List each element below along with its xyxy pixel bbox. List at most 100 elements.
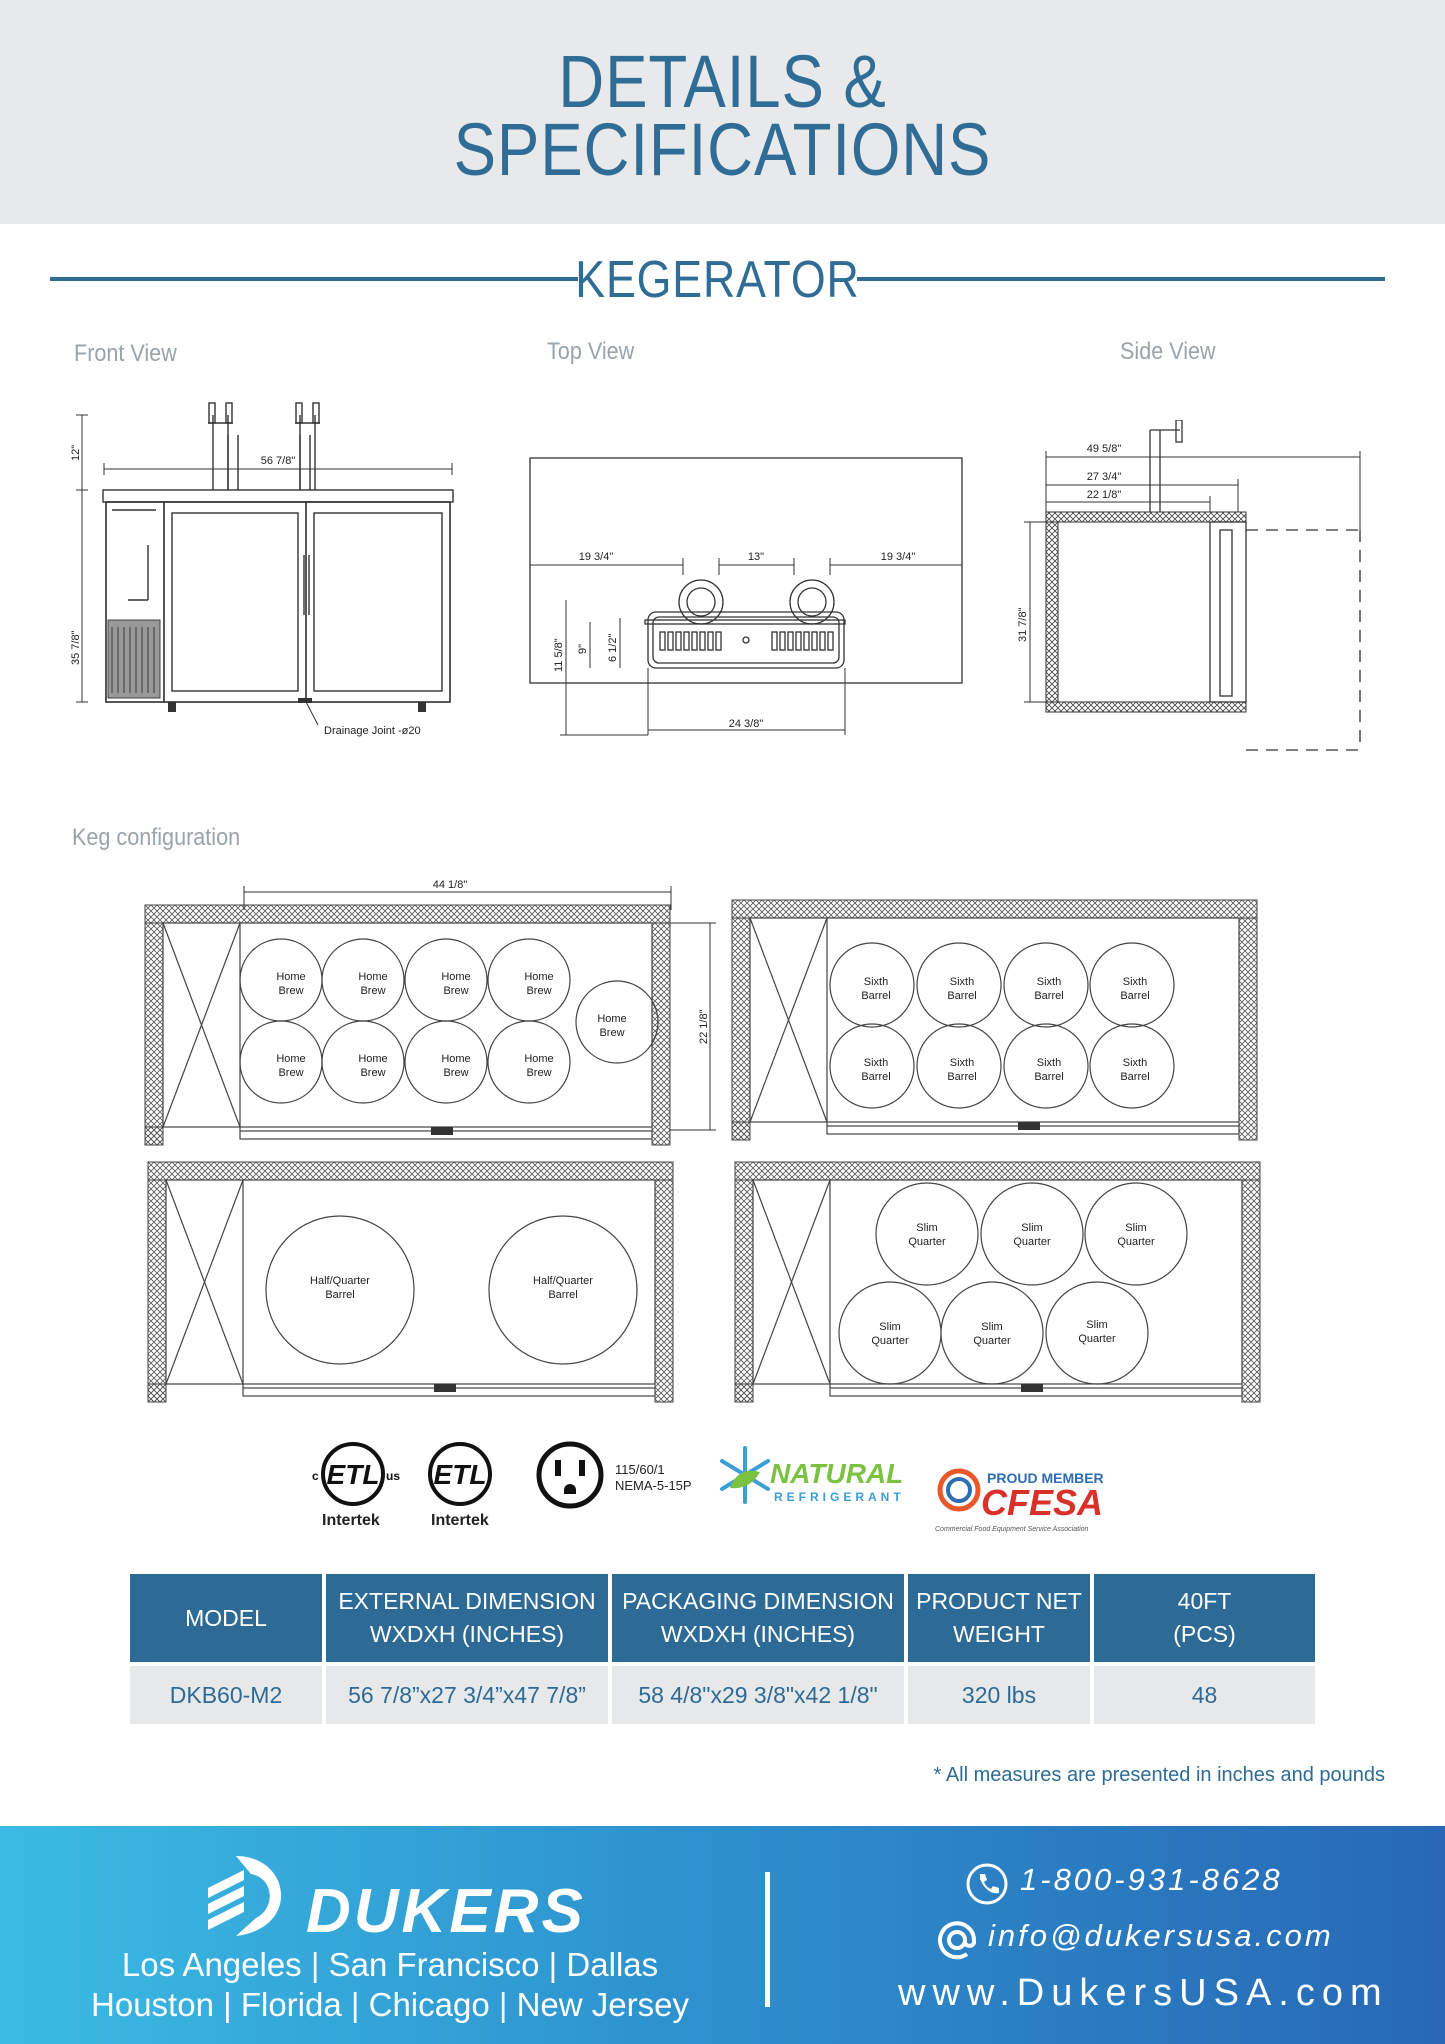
svg-text:ETL: ETL: [434, 1459, 487, 1490]
keg-label: Barrel: [1034, 990, 1063, 1002]
footer-divider: [765, 1872, 770, 2007]
keg-label: Slim: [981, 1321, 1002, 1333]
keg-label: Sixth: [1037, 1057, 1061, 1069]
keg-label: Home: [441, 1053, 470, 1065]
page-title: DETAILS & SPECIFICATIONS: [101, 0, 1344, 187]
keg-label: Home: [524, 1053, 553, 1065]
keg-label: Barrel: [325, 1289, 354, 1301]
keg-label: Sixth: [1037, 976, 1061, 988]
cfesa-text: CFESA: [981, 1482, 1104, 1523]
top-view-label: Top View: [547, 338, 635, 365]
cell-container-qty: 48: [1094, 1666, 1315, 1724]
top-h1-dim: 11 5/8": [553, 638, 565, 672]
keg-label: Slim: [916, 1222, 937, 1234]
certifications-row: ETL c us Intertek ETL Intertek 115/60/1 …: [300, 1440, 1140, 1540]
keg-label: Quarter: [973, 1335, 1011, 1347]
keg-layout-slim-quarter: [734, 1161, 1261, 1403]
keg-label: Slim: [1021, 1222, 1042, 1234]
dukers-emblem-icon: [208, 1856, 282, 1936]
phone-icon: [966, 1863, 1008, 1905]
website-link[interactable]: www.DukersUSA.com: [898, 1972, 1389, 2014]
keg-label: Sixth: [1123, 976, 1147, 988]
footer: DUKERS Los Angeles | San Francisco | Dal…: [0, 1826, 1445, 2044]
keg-label: Half/Quarter: [310, 1275, 370, 1287]
keg-label: Home: [358, 1053, 387, 1065]
keg-label: Barrel: [861, 990, 890, 1002]
dukers-logo[interactable]: DUKERS: [196, 1848, 583, 1948]
section-title: KEGERATOR: [575, 251, 860, 309]
top-h3-dim: 6 1/2": [607, 634, 619, 662]
keg-label: Brew: [278, 985, 303, 997]
keg-layout-sixth-barrel: [731, 899, 1258, 1141]
keg-label: Home: [276, 1053, 305, 1065]
side-view-drawing: 49 5/8" 27 3/4" 22 1/8" 31 7/8": [1017, 420, 1361, 751]
keg-label: Sixth: [950, 1057, 974, 1069]
plug-voltage: 115/60/1: [615, 1462, 665, 1477]
front-height-body-dim: 35 7/8": [70, 630, 82, 665]
plug-icon: [536, 1441, 604, 1509]
keg-label: Home: [597, 1013, 626, 1025]
keg-label: Half/Quarter: [533, 1275, 593, 1287]
keg-label: Home: [441, 971, 470, 983]
svg-text:c: c: [312, 1469, 319, 1483]
svg-text:us: us: [386, 1469, 400, 1483]
etl-sanitation-icon: ETL: [428, 1442, 492, 1506]
svg-text:ETL: ETL: [327, 1459, 380, 1490]
keg-label: Barrel: [1034, 1071, 1063, 1083]
keg-label: Barrel: [947, 1071, 976, 1083]
page-header: DETAILS & SPECIFICATIONS: [0, 0, 1445, 224]
keg-label: Brew: [443, 1067, 468, 1079]
keg-label: Sixth: [864, 976, 888, 988]
keg-label: Brew: [599, 1027, 624, 1039]
keg-label: Slim: [879, 1321, 900, 1333]
keg-label: Slim: [1125, 1222, 1146, 1234]
phone-number[interactable]: 1-800-931-8628: [1020, 1862, 1283, 1897]
measurement-note: * All measures are presented in inches a…: [933, 1764, 1385, 1786]
email-address[interactable]: info@dukersusa.com: [988, 1918, 1334, 1953]
top-h2-dim: 9": [577, 644, 589, 654]
keg-label: Quarter: [1013, 1236, 1051, 1248]
side-view-label: Side View: [1120, 338, 1216, 365]
front-view-drawing: 56 7/8" 12" 35 7/8" Drainage Joint -ø20: [70, 402, 454, 737]
keg-layout-home-brew: [144, 904, 671, 1146]
front-view-label: Front View: [74, 340, 177, 367]
keg-label: Brew: [278, 1067, 303, 1079]
keg-label: Brew: [526, 985, 551, 997]
cfesa-proud-member: PROUD MEMBER: [987, 1470, 1104, 1486]
section-heading: KEGERATOR: [50, 250, 1385, 310]
cell-packaging-dimension: 58 4/8"x29 3/8"x42 1/8": [612, 1666, 904, 1724]
top-bottom-dim: 24 3/8": [729, 718, 764, 730]
refrigerant-text: REFRIGERANT: [774, 1490, 905, 1504]
keg-label: Quarter: [908, 1236, 946, 1248]
intertek-caption: Intertek: [431, 1512, 489, 1529]
front-drain-label: Drainage Joint -ø20: [324, 725, 421, 737]
title-line-2: SPECIFICATIONS: [453, 108, 992, 191]
email-icon: [938, 1921, 976, 1960]
table-row: DKB60-M2 56 7/8”x27 3/4”x47 7/8” 58 4/8"…: [130, 1666, 1315, 1724]
keg-label: Barrel: [1120, 1071, 1149, 1083]
cell-model: DKB60-M2: [130, 1666, 322, 1724]
keg-label: Brew: [360, 1067, 385, 1079]
keg-label: Brew: [360, 985, 385, 997]
heading-rule-right: [857, 277, 1385, 281]
front-height-top-dim: 12": [70, 445, 82, 461]
brand-name: DUKERS: [306, 1877, 586, 1946]
natural-refrigerant-logo: NATURAL REFRIGERANT: [710, 1440, 910, 1520]
cfesa-subtext: Commercial Food Equipment Service Associ…: [935, 1526, 1089, 1533]
keg-label: Quarter: [871, 1335, 909, 1347]
keg-label: Barrel: [947, 990, 976, 1002]
side-d3-dim: 22 1/8": [1087, 489, 1122, 501]
keg-label: Barrel: [548, 1289, 577, 1301]
keg-label: Home: [524, 971, 553, 983]
keg-depth-dim: 22 1/8": [698, 1009, 710, 1044]
keg-width-dim: 44 1/8": [433, 879, 468, 891]
keg-label: Home: [276, 971, 305, 983]
top-view-drawing: 19 3/4" 13" 19 3/4" 11 5/8" 9" 6 1/2" 24…: [529, 457, 963, 736]
cell-net-weight: 320 lbs: [908, 1666, 1090, 1724]
header-model: MODEL: [130, 1574, 322, 1662]
natural-text: NATURAL: [770, 1458, 904, 1489]
keg-label: Brew: [526, 1067, 551, 1079]
